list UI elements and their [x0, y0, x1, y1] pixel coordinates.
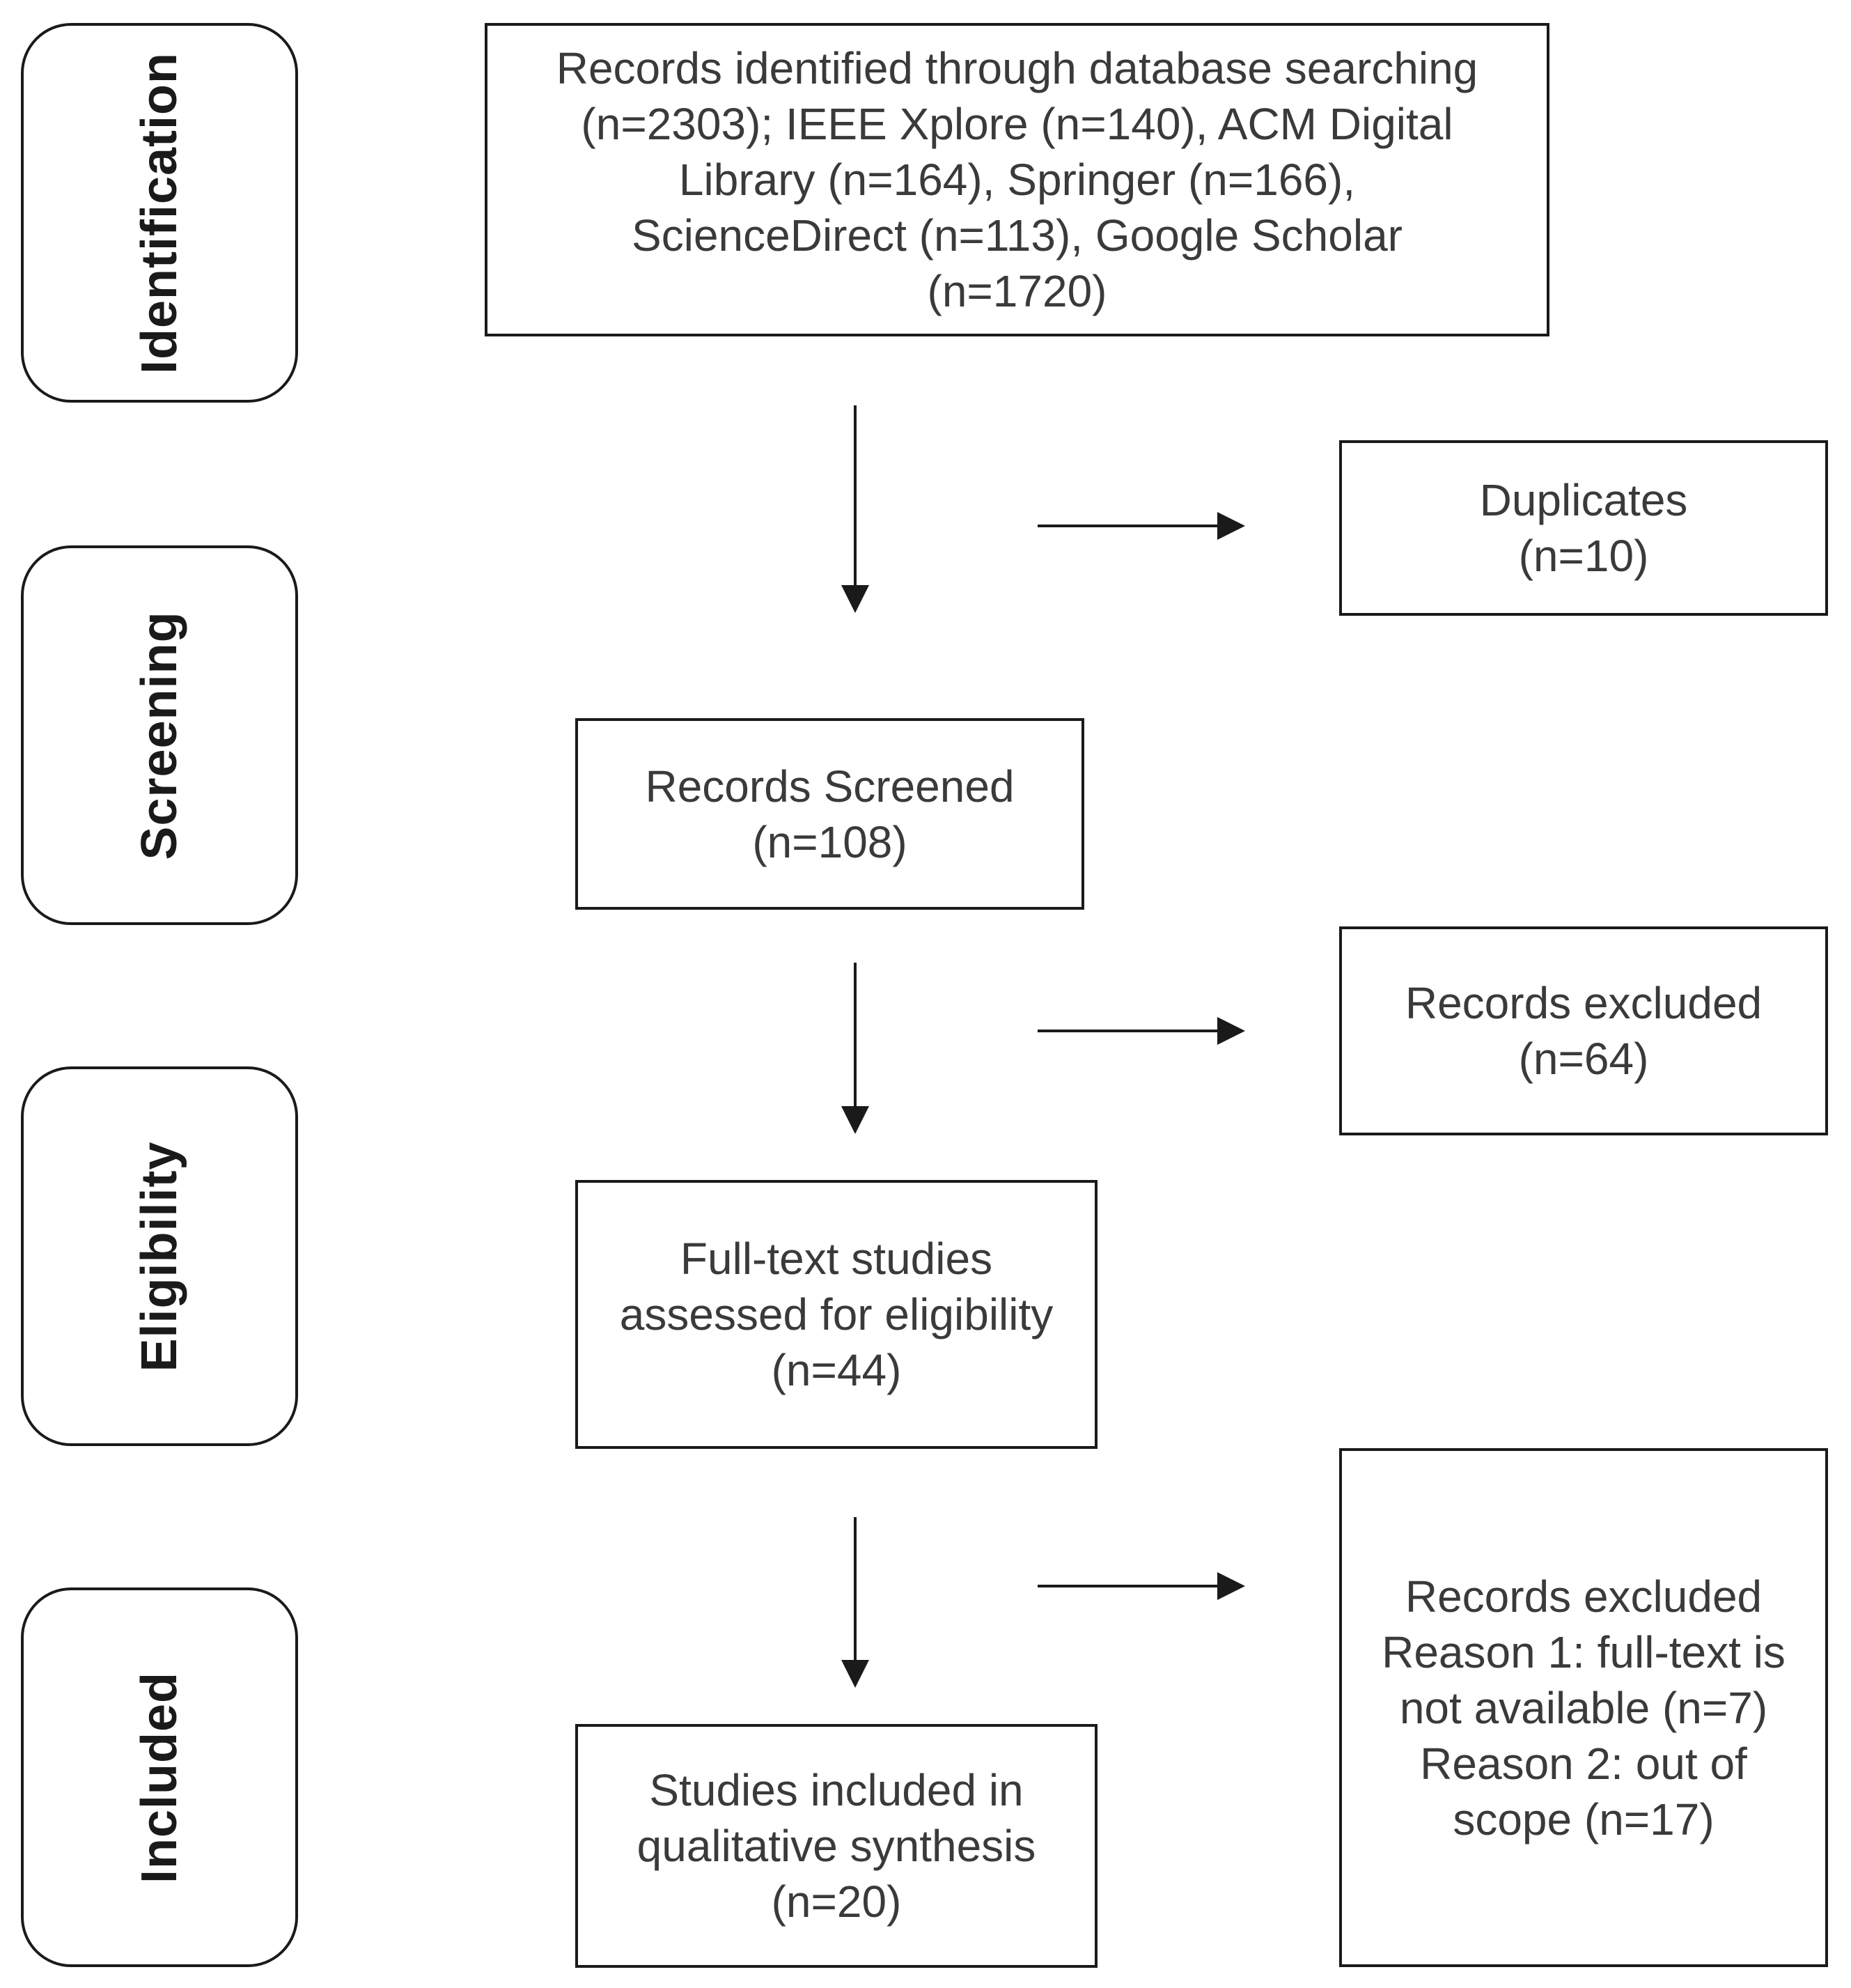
full-text-assessed-text: Full-text studies assessed for eligibili… — [619, 1234, 1054, 1395]
records-identified-box: Records identified through database sear… — [485, 23, 1549, 336]
records-excluded-reasons-box: Records excluded Reason 1: full-text is … — [1339, 1448, 1828, 1967]
records-excluded-box: Records excluded (n=64) — [1339, 926, 1828, 1135]
phase-identification-label: Identification — [132, 52, 187, 374]
arrow-right-to-records-excluded — [1038, 1017, 1245, 1045]
records-identified-text: Records identified through database sear… — [556, 43, 1478, 316]
arrow-down-screened-to-assessed — [841, 963, 869, 1134]
arrow-down-identified-to-screened — [841, 405, 869, 613]
records-excluded-reasons-text: Records excluded Reason 1: full-text is … — [1382, 1571, 1786, 1845]
full-text-assessed-box: Full-text studies assessed for eligibili… — [575, 1180, 1098, 1449]
phase-identification: Identification — [21, 23, 298, 403]
studies-included-box: Studies included in qualitative synthesi… — [575, 1724, 1098, 1968]
studies-included-text: Studies included in qualitative synthesi… — [636, 1765, 1036, 1927]
records-screened-box: Records Screened (n=108) — [575, 718, 1084, 910]
arrow-right-to-records-excluded-reasons — [1038, 1572, 1245, 1600]
phase-eligibility-label: Eligibility — [132, 1140, 187, 1372]
phase-eligibility: Eligibility — [21, 1066, 298, 1446]
duplicates-text: Duplicates (n=10) — [1479, 475, 1688, 581]
phase-included: Included — [21, 1587, 298, 1967]
arrow-down-assessed-to-included — [841, 1517, 869, 1688]
phase-screening-label: Screening — [132, 610, 187, 860]
phase-screening: Screening — [21, 545, 298, 925]
records-excluded-text: Records excluded (n=64) — [1405, 978, 1763, 1084]
duplicates-box: Duplicates (n=10) — [1339, 440, 1828, 616]
records-screened-text: Records Screened (n=108) — [645, 761, 1015, 867]
phase-included-label: Included — [132, 1671, 187, 1884]
arrow-right-to-duplicates — [1038, 512, 1245, 540]
